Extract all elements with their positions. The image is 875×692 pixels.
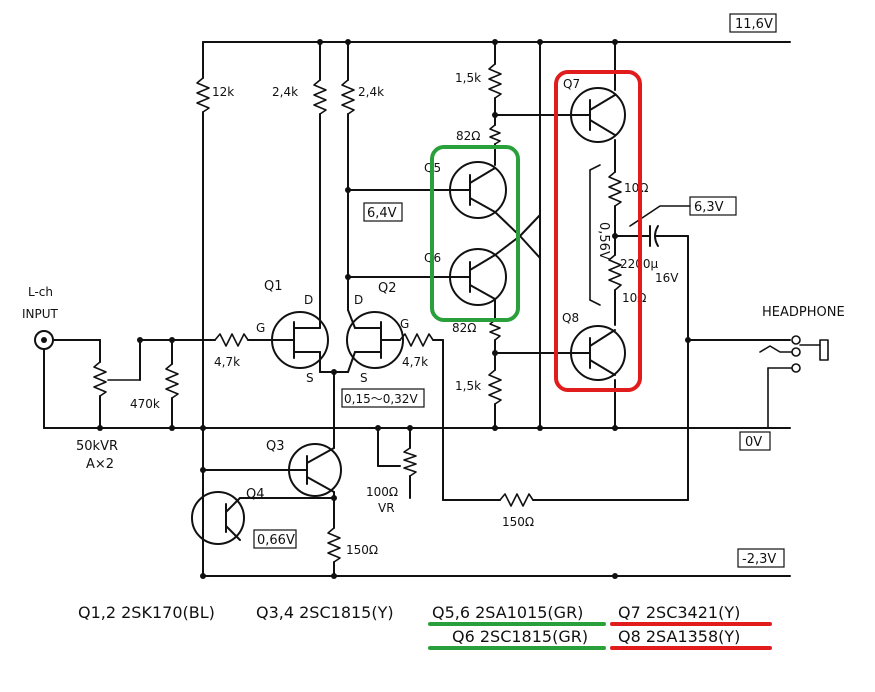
resistor-1-5k-top <box>488 63 502 99</box>
resistor-150-feedback <box>499 493 534 507</box>
label-q7: Q7 <box>563 77 580 91</box>
rail-label-bottom: -2,3V <box>742 552 776 567</box>
resistor-10-bottom <box>608 254 622 291</box>
label-q8: Q8 <box>562 311 579 325</box>
rail-label-ground: 0V <box>745 435 762 450</box>
resistor-470k <box>165 363 179 399</box>
label-q1-s: S <box>306 371 314 385</box>
resistor-2-4k-left <box>313 79 327 115</box>
label-1-5k-top: 1,5k <box>455 71 481 85</box>
parts-q7: Q7 2SC3421(Y) <box>618 603 740 622</box>
capacitor-value-2: 16V <box>655 271 679 285</box>
pot-100-label-1: 100Ω <box>366 485 398 499</box>
label-4-7k-right: 4,7k <box>402 355 428 369</box>
voltage-0-56v: 0,56V <box>596 222 611 260</box>
resistor-4-7k-left <box>214 333 249 347</box>
rail-label-box-ground <box>739 431 771 451</box>
label-150-bottom: 150Ω <box>346 543 378 557</box>
highlight-q5-q6-box <box>430 145 520 322</box>
headphone-jack <box>759 335 829 429</box>
label-q2-s: S <box>360 371 368 385</box>
output-label: HEADPHONE <box>762 305 845 320</box>
resistor-10-top <box>608 171 622 207</box>
label-150-feedback: 150Ω <box>502 515 534 529</box>
label-470k: 470k <box>130 397 160 411</box>
highlight-q7-q8-box <box>554 70 642 392</box>
parts-q6: Q6 2SC1815(GR) <box>452 627 588 646</box>
label-82-top: 82Ω <box>456 129 480 143</box>
label-2-4k-right: 2,4k <box>358 85 384 99</box>
parts-q12: Q1,2 2SK170(BL) <box>78 603 215 622</box>
pot-50k-label-2: A×2 <box>86 457 114 472</box>
resistor-82-bottom <box>489 319 501 341</box>
resistor-150-bottom <box>327 527 341 563</box>
voltage-box-6-4v <box>363 202 403 222</box>
label-q2-g: G <box>400 317 409 331</box>
label-12k: 12k <box>212 85 234 99</box>
label-q1-d: D <box>304 293 313 307</box>
resistor-2-4k-right <box>341 79 355 115</box>
pot-100-label-2: VR <box>378 501 395 515</box>
voltage-6-4v: 6,4V <box>367 206 397 221</box>
voltage-6-3v: 6,3V <box>694 200 724 215</box>
pot-50k <box>93 361 107 397</box>
voltage-box-015-032v <box>341 388 425 408</box>
rail-label-box-top <box>729 13 777 33</box>
pot-100 <box>403 447 417 477</box>
pot-50k-label-1: 50kVR <box>76 439 118 454</box>
resistor-1-5k-bottom <box>488 369 502 405</box>
rail-label-box-bottom <box>737 548 785 568</box>
parts-q34: Q3,4 2SC1815(Y) <box>256 603 394 622</box>
label-q2-d: D <box>354 293 363 307</box>
label-10-bottom: 10Ω <box>622 291 646 305</box>
label-1-5k-bottom: 1,5k <box>455 379 481 393</box>
transistor-q4 <box>191 491 245 545</box>
label-q4: Q4 <box>246 487 265 502</box>
label-82-bottom: 82Ω <box>452 321 476 335</box>
resistor-12k <box>196 77 210 113</box>
label-10-top: 10Ω <box>624 181 648 195</box>
transistor-q2 <box>346 311 404 369</box>
label-4-7k-left: 4,7k <box>214 355 240 369</box>
label-q3: Q3 <box>266 439 285 454</box>
parts-q8: Q8 2SA1358(Y) <box>618 627 740 646</box>
resistor-4-7k-right <box>399 333 434 347</box>
voltage-0-15-0-32v: 0,15〜0,32V <box>344 392 418 406</box>
input-label-2: INPUT <box>22 307 59 321</box>
input-label-1: L-ch <box>28 285 53 299</box>
label-q1: Q1 <box>264 279 283 294</box>
label-q1-g: G <box>256 321 265 335</box>
label-2-4k-left: 2,4k <box>272 85 298 99</box>
voltage-box-0-66v <box>253 529 297 549</box>
label-q2: Q2 <box>378 281 397 296</box>
rail-label-top: 11,6V <box>735 17 773 32</box>
voltage-0-66v: 0,66V <box>257 533 295 548</box>
resistor-82-top <box>489 124 501 145</box>
parts-q56: Q5,6 2SA1015(GR) <box>432 603 583 622</box>
